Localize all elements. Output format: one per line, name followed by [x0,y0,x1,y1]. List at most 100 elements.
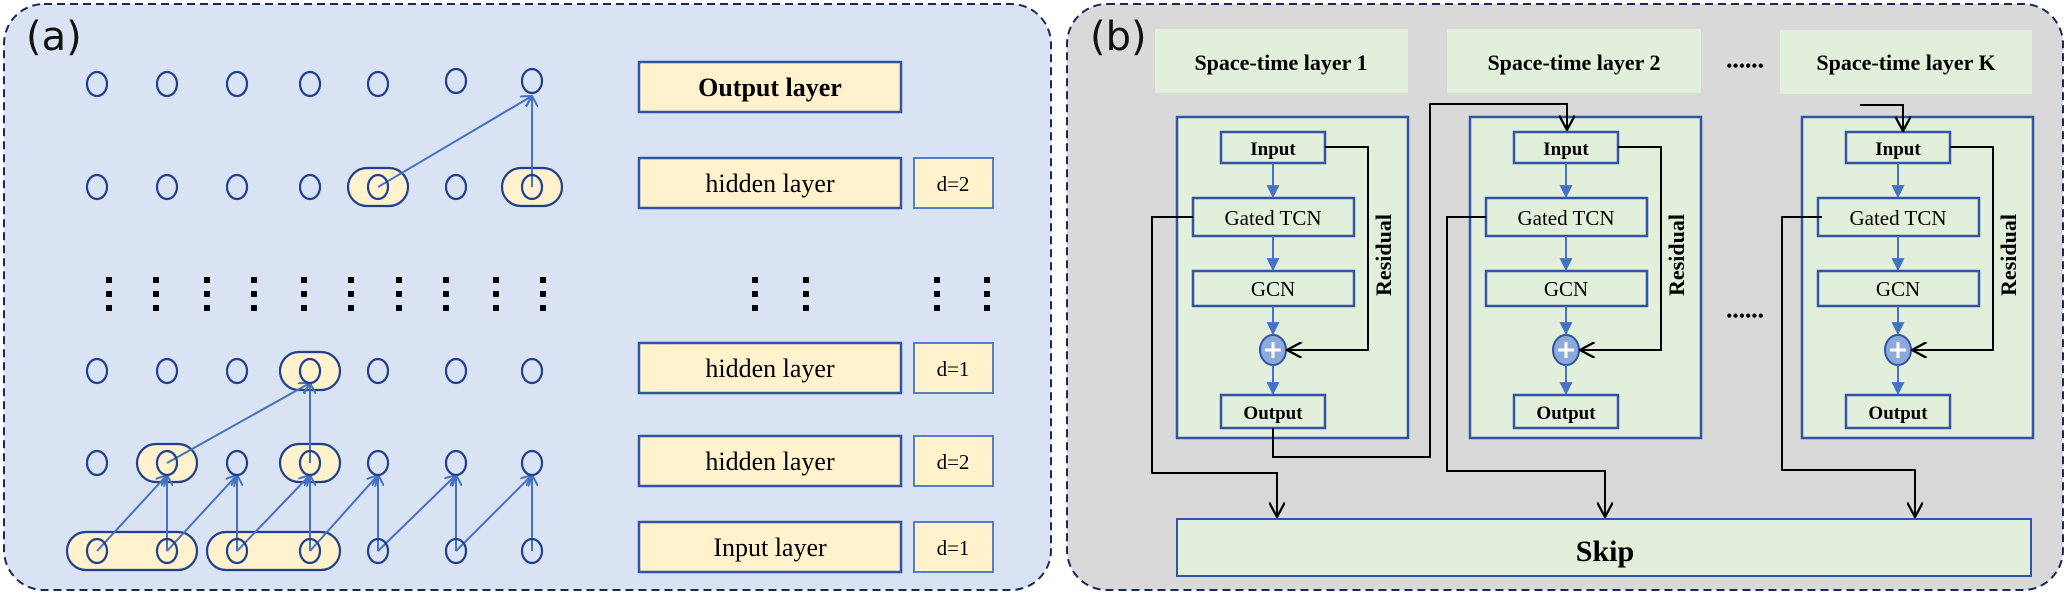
input-box [1844,130,1952,165]
neuron-node [366,449,390,477]
ellipsis-dot [153,305,159,311]
residual-connection [1912,146,1994,350]
header-ellipsis: •••••• [1726,56,1764,76]
ellipsis-dot [348,291,354,297]
residual-label: Residual [1996,214,2021,296]
connectors [1151,103,1915,517]
receptive-field-highlight [205,530,342,572]
ellipsis-dot [803,305,809,311]
ellipsis-dot [251,305,257,311]
ellipsis-dot [934,305,940,311]
neuron-node [520,449,544,477]
neuron-node [225,173,249,201]
ellipsis-dot [153,291,159,297]
ellipsis-dot [251,291,257,297]
layer-name: Input layer [713,533,827,562]
neuron-node [85,357,109,385]
layer-label-box [637,60,903,114]
panel-b-label: (b) [1090,14,1147,60]
ellipsis-dot [301,291,307,297]
neuron-node [155,537,179,565]
dilation-box [913,342,994,394]
layer-label-box [637,434,903,488]
block-ellipsis: •••••• [1726,306,1764,326]
gcn-box [1191,269,1356,308]
neuron-node [366,537,390,565]
layer-label-box [637,520,903,574]
neuron-node [366,173,390,201]
input-label: Input [1543,139,1589,160]
ellipsis-dot [396,305,402,311]
ellipsis-dot [348,305,354,311]
neuron-node [298,173,322,201]
neuron-node [444,357,468,385]
dilation-value: d=2 [937,450,970,474]
neuron-node [520,67,544,95]
output-label: Output [1243,403,1303,424]
skip-box [1176,518,2032,577]
dilation-value: d=1 [937,536,970,560]
gcn-label: GCN [1544,277,1588,301]
neuron-node [298,70,322,98]
dilation-box [913,435,994,487]
neuron-node [225,70,249,98]
neuron-node [225,357,249,385]
ellipsis-dot [984,305,990,311]
tcn-network [65,67,564,572]
residual-label: Residual [1664,214,1689,296]
dilated-connection-arrow [236,475,310,552]
layer-name: hidden layer [705,354,835,383]
ellipsis-dot [106,291,112,297]
gcn-label: GCN [1251,277,1295,301]
connector-into-lk [1860,104,1903,131]
skip-line-l2 [1446,216,1605,517]
header-layer-2: Space-time layer 2 [1487,50,1660,75]
neuron-node [225,537,249,565]
ellipsis-dot [251,277,257,283]
gated-tcn-label: Gated TCN [1517,206,1614,230]
ellipsis-dot [301,277,307,283]
dilated-connection-arrow [377,96,532,188]
output-label: Output [1868,403,1928,424]
ellipsis-dot [540,291,546,297]
ellipsis-dot [984,277,990,283]
neuron-node [85,537,109,565]
header-box-layer-2 [1447,29,1701,93]
ellipsis-dot [153,277,159,283]
neuron-node [155,70,179,98]
dilation-value: d=1 [937,357,970,381]
header-box-layer-k [1780,30,2032,94]
header-box-layer-1 [1155,29,1408,93]
neuron-node [298,449,322,477]
gcn-label: GCN [1876,277,1920,301]
layer-name: hidden layer [705,169,835,198]
layer-label-box [637,156,903,210]
ellipsis-dot [752,291,758,297]
ellipsis-dot [984,291,990,297]
ellipsis-dot [540,277,546,283]
neuron-node [155,449,179,477]
dilated-connection-arrow [377,475,456,552]
neuron-node [444,173,468,201]
neuron-node [85,70,109,98]
dilation-box [913,521,994,573]
ellipsis-dot [204,291,210,297]
dilation-value: d=2 [937,172,970,196]
ellipsis-dot [106,305,112,311]
ellipsis-dot [493,291,499,297]
dilated-connection-arrow [455,475,532,552]
residual-connection [1287,146,1369,350]
panel-b: (b) Space-time layer 1 Space-time layer … [1066,3,2064,591]
ellipsis-dot [443,277,449,283]
neuron-node [444,537,468,565]
neuron-node [520,357,544,385]
dilated-connection-arrow [166,383,310,464]
vertical-ellipsis-dots [106,277,990,311]
neuron-node [85,173,109,201]
